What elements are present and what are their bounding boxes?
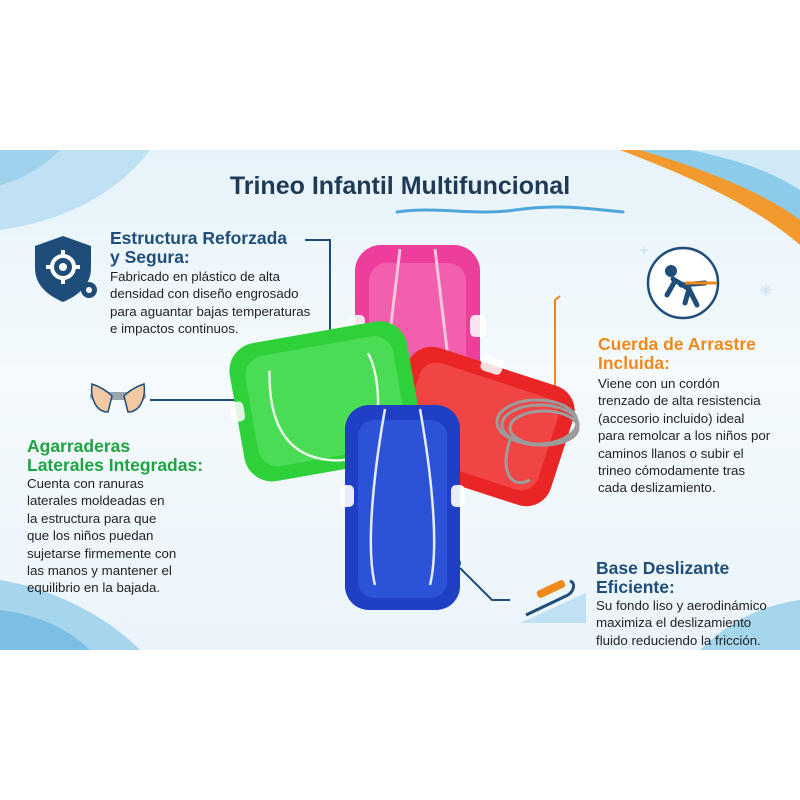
cuerda-body: Viene con un cordón trenzado de alta res… — [598, 375, 770, 497]
decor-waves — [0, 150, 800, 650]
cuerda-body-line: caminos llanos o subir el — [598, 445, 744, 461]
cuerda-body-line: para remolcar a los niños por — [598, 428, 771, 444]
cuerda-title: Cuerda de Arrastre Incluida: — [598, 335, 756, 373]
estructura-title-line2: y Segura: — [110, 247, 190, 267]
cuerda-body-line: (accesorio incluido) ideal — [598, 410, 745, 426]
shield-gear-icon — [35, 236, 97, 302]
page-title: Trineo Infantil Multifuncional — [0, 172, 800, 201]
cuerda-title-line2: Incluida: — [598, 353, 670, 373]
agarraderas-title-line1: Agarraderas — [27, 436, 131, 456]
estructura-title-line1: Estructura Reforzada — [110, 228, 287, 248]
agarraderas-body-line: las manos y mantener el — [27, 563, 172, 579]
agarraderas-body-line: laterales moldeadas en — [27, 493, 165, 509]
estructura-body-line: para aguantar bajas temperaturas — [110, 303, 311, 319]
blue-sled — [340, 405, 465, 610]
cuerda-title-line1: Cuerda de Arrastre — [598, 334, 756, 354]
sleds-illustration — [229, 245, 580, 610]
cuerda-body-line: cada deslizamiento. — [598, 480, 716, 496]
agarraderas-body-line: la estructura para que — [27, 510, 157, 526]
hands-grip-icon — [90, 383, 146, 413]
base-title: Base Deslizante Eficiente: — [596, 559, 729, 597]
estructura-body-line: densidad con diseño engrosado — [110, 286, 299, 302]
sled-on-slope-icon — [520, 579, 586, 623]
title-part2: Multifuncional — [400, 172, 571, 200]
base-body: Su fondo liso y aerodinámico maximiza el… — [596, 597, 767, 649]
coiled-rope — [495, 398, 580, 484]
agarraderas-body-line: sujetarse firmemente con — [27, 545, 177, 561]
estructura-title: Estructura Reforzada y Segura: — [110, 229, 287, 267]
agarraderas-body-line: equilibrio en la bajada. — [27, 580, 161, 596]
base-title-line1: Base Deslizante — [596, 558, 730, 578]
estructura-body-line: Fabricado en plástico de alta — [110, 269, 281, 284]
agarraderas-body: Cuenta con ranuras laterales moldeadas e… — [27, 475, 176, 597]
cuerda-body-line: trenzado de alta resistencia — [598, 393, 761, 409]
agarraderas-title: Agarraderas Laterales Integradas: — [27, 437, 203, 475]
title-underline-wave — [395, 205, 625, 214]
agarraderas-body-line: Cuenta con ranuras — [27, 476, 144, 491]
base-title-line2: Eficiente: — [596, 577, 675, 597]
agarraderas-title-line2: Laterales Integradas: — [27, 455, 204, 475]
estructura-body: Fabricado en plástico de alta densidad c… — [110, 268, 310, 338]
title-part1: Trineo Infantil — [229, 172, 394, 200]
base-body-line: Su fondo liso y aerodinámico — [596, 598, 767, 613]
cuerda-body-line: Viene con un cordón — [598, 376, 720, 391]
agarraderas-body-line: que los niños puedan — [27, 528, 154, 544]
estructura-body-line: e impactos continuos. — [110, 321, 239, 337]
base-body-line: maximiza el deslizamiento — [596, 615, 752, 631]
person-pulling-rope-icon — [646, 246, 720, 320]
base-body-line: fluido reduciendo la fricción. — [596, 632, 761, 648]
cuerda-body-line: trineo cómodamente tras — [598, 463, 746, 479]
